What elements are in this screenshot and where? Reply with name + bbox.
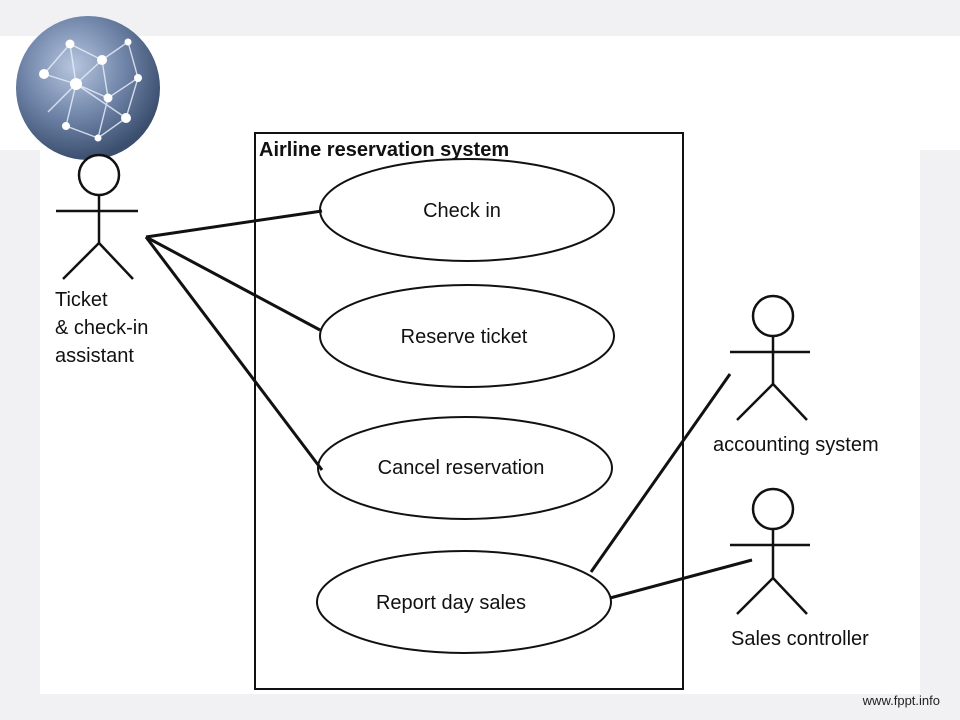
actor-sales-controller	[730, 487, 810, 615]
use-case-report-day-sales: Report day sales	[316, 550, 612, 654]
use-case-label: Reserve ticket	[401, 326, 528, 348]
association-line	[145, 209, 323, 239]
association-line	[589, 373, 732, 573]
actor-accounting-system	[730, 294, 810, 421]
actor-label-accounting-system: accounting system	[713, 434, 879, 456]
association-line	[609, 558, 753, 600]
actor-label-assistant: assistant	[55, 345, 134, 367]
association-line	[144, 236, 324, 471]
use-case-label: Check in	[423, 200, 501, 222]
actor-ticket-assistant	[56, 153, 138, 280]
system-boundary	[254, 132, 684, 690]
use-case-check-in: Check in	[319, 158, 615, 262]
use-case-label: Cancel reservation	[378, 457, 545, 479]
globe-network-icon	[16, 16, 160, 160]
system-title: Airline reservation system	[259, 139, 509, 161]
use-case-label: Report day sales	[376, 592, 526, 614]
actor-label-check-in: & check-in	[55, 317, 148, 339]
use-case-cancel-reservation: Cancel reservation	[317, 416, 613, 520]
use-case-reserve-ticket: Reserve ticket	[319, 284, 615, 388]
footer-site-link: www.fppt.info	[862, 693, 940, 708]
actor-label-ticket: Ticket	[55, 289, 108, 311]
association-line	[145, 235, 321, 332]
actor-label-sales-controller: Sales controller	[731, 628, 869, 650]
